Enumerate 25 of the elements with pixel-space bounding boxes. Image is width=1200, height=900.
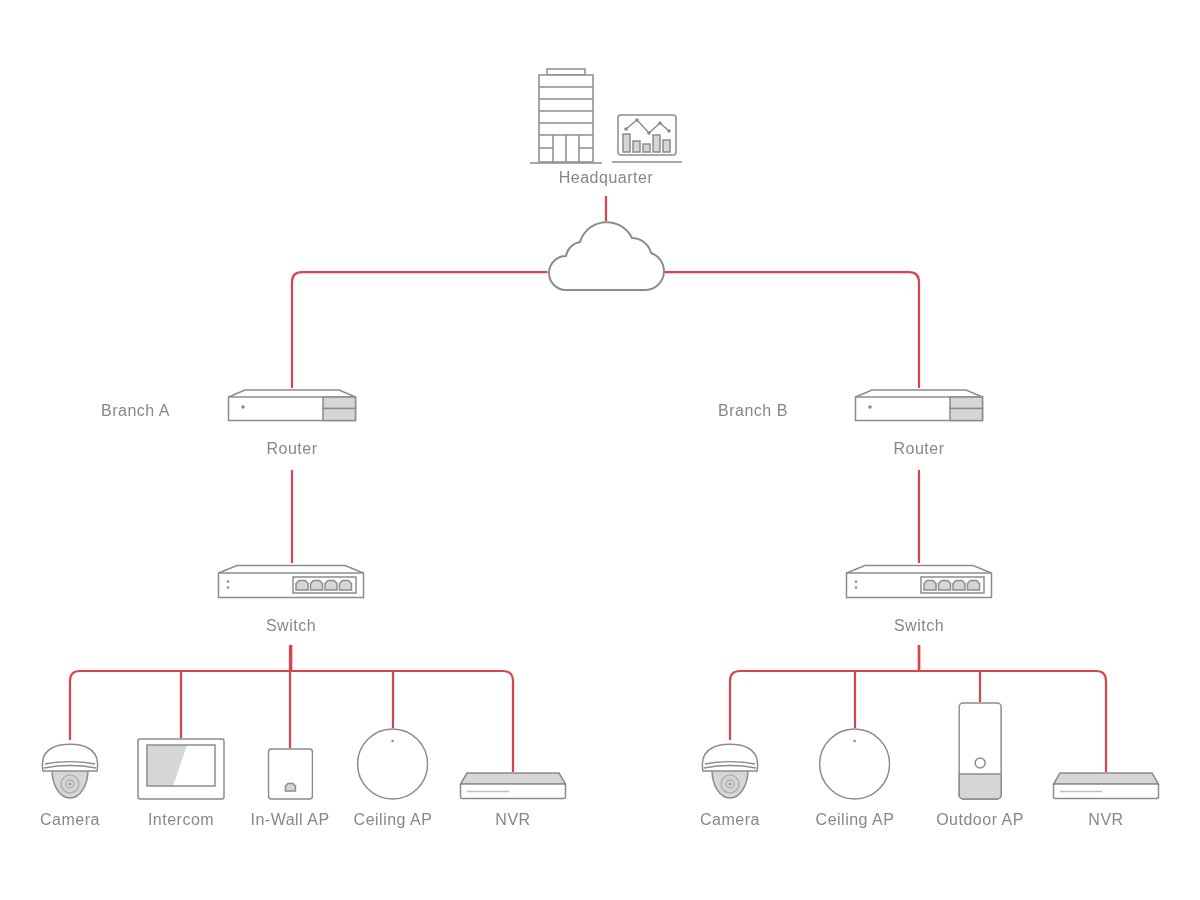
connector-line bbox=[290, 271, 548, 388]
device-label: Camera bbox=[40, 811, 100, 829]
device-label: Intercom bbox=[147, 811, 215, 829]
device-label: Router bbox=[893, 440, 945, 458]
device-label: NVR bbox=[495, 811, 531, 829]
device-label: NVR bbox=[1088, 811, 1124, 829]
branch-label: Branch A bbox=[101, 402, 170, 420]
device-label: Headquarter bbox=[558, 169, 654, 187]
connector-line bbox=[290, 470, 294, 563]
connector-line bbox=[289, 645, 515, 772]
connector-line bbox=[917, 645, 1108, 772]
connector-line bbox=[288, 645, 292, 748]
connector-line bbox=[664, 271, 921, 388]
device-label: Router bbox=[266, 440, 318, 458]
device-label: In-Wall AP bbox=[250, 811, 330, 829]
cloud-shape bbox=[547, 221, 665, 291]
branch-label: Branch B bbox=[718, 402, 788, 420]
device-label: Switch bbox=[893, 617, 945, 635]
device-label: Outdoor AP bbox=[936, 811, 1024, 829]
device-label: Camera bbox=[700, 811, 760, 829]
device-label: Ceiling AP bbox=[353, 811, 433, 829]
device-label: Ceiling AP bbox=[815, 811, 895, 829]
connector-line bbox=[604, 196, 608, 221]
connector-line bbox=[917, 470, 921, 563]
device-label: Switch bbox=[265, 617, 317, 635]
